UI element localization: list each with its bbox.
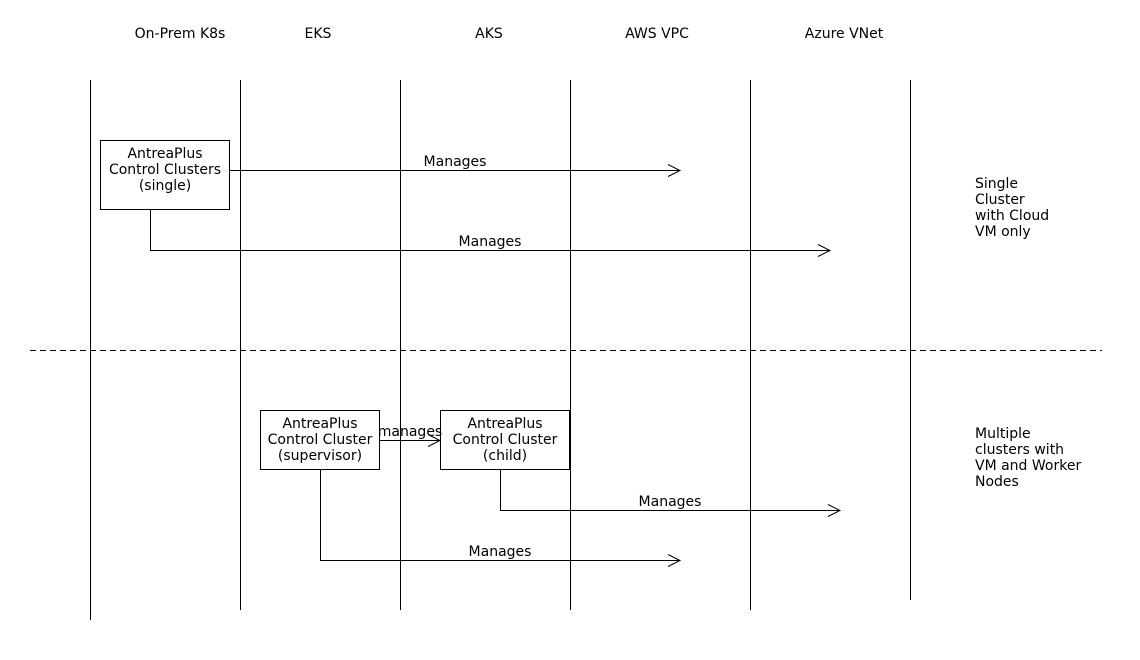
section-note-multi: Multiple clusters with VM and Worker Nod… bbox=[975, 426, 1081, 490]
arrow-label: Manages bbox=[459, 234, 522, 250]
arrowhead bbox=[817, 244, 832, 257]
control-clusters-single-box: AntreaPlus Control Clusters (single) bbox=[100, 140, 230, 210]
note-line: VM and Worker bbox=[975, 458, 1081, 474]
arrow-line bbox=[320, 470, 680, 561]
box-line: Control Cluster bbox=[453, 432, 558, 448]
arrow-line bbox=[500, 470, 840, 511]
note-line: Nodes bbox=[975, 474, 1019, 490]
arrowhead bbox=[827, 504, 842, 517]
note-line: clusters with bbox=[975, 442, 1064, 458]
section-note-single: Single Cluster with Cloud VM only bbox=[975, 176, 1049, 240]
note-line: Multiple bbox=[975, 426, 1031, 442]
box-line: AntreaPlus bbox=[127, 146, 202, 162]
box-line: AntreaPlus bbox=[282, 416, 357, 432]
note-line: with Cloud bbox=[975, 208, 1049, 224]
control-cluster-supervisor-box: AntreaPlus Control Cluster (supervisor) bbox=[260, 410, 380, 470]
note-line: Cluster bbox=[975, 192, 1025, 208]
lane-header-aks: AKS bbox=[475, 26, 503, 42]
box-line: AntreaPlus bbox=[467, 416, 542, 432]
lane-header-eks: EKS bbox=[305, 26, 332, 42]
lane-header-on-prem-k8s: On-Prem K8s bbox=[135, 26, 226, 42]
box-line: Control Clusters bbox=[109, 162, 221, 178]
box-line: (child) bbox=[483, 448, 527, 464]
arrow-label: Manages bbox=[639, 494, 702, 510]
box-line: (single) bbox=[139, 178, 191, 194]
arrow-label: Manages bbox=[424, 154, 487, 170]
arrowhead bbox=[667, 164, 682, 177]
arrow-label: manages bbox=[378, 424, 442, 440]
arrowhead bbox=[667, 554, 682, 567]
note-line: VM only bbox=[975, 224, 1031, 240]
control-cluster-child-box: AntreaPlus Control Cluster (child) bbox=[440, 410, 570, 470]
arrow-label: Manages bbox=[469, 544, 532, 560]
note-line: Single bbox=[975, 176, 1018, 192]
box-line: Control Cluster bbox=[268, 432, 373, 448]
arrow-line bbox=[150, 210, 830, 251]
lane-header-aws-vpc: AWS VPC bbox=[625, 26, 689, 42]
box-line: (supervisor) bbox=[278, 448, 362, 464]
lane-header-azure-vnet: Azure VNet bbox=[805, 26, 884, 42]
